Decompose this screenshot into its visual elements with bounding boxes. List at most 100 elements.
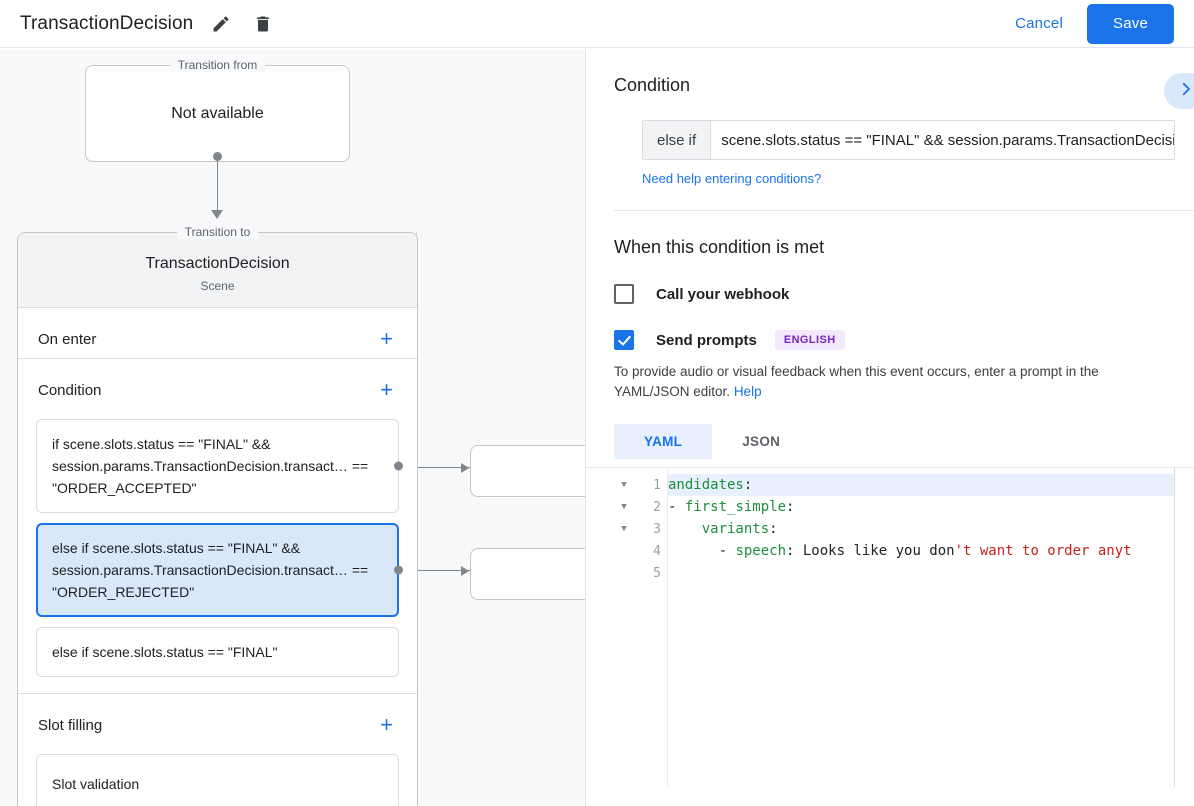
editor-gutter-row: ▼1 — [614, 474, 667, 496]
connector-arrowhead — [211, 210, 223, 219]
editor-gutter-row: ▼2 — [614, 496, 667, 518]
condition-help-link[interactable]: Need help entering conditions? — [642, 171, 822, 186]
transition-from-legend: Transition from — [169, 58, 266, 72]
editor-code-line[interactable]: andidates: — [668, 474, 1174, 496]
condition-input-row[interactable]: else if scene.slots.status == "FINAL" &&… — [642, 120, 1175, 160]
condition-item-anchor-dot — [394, 461, 403, 471]
cancel-button[interactable]: Cancel — [1001, 7, 1077, 40]
prompts-help-link[interactable]: Help — [733, 384, 762, 399]
page-title: TransactionDecision — [20, 12, 194, 34]
top-app-bar: TransactionDecision Cancel Save — [0, 0, 1194, 48]
code-token: - — [668, 543, 736, 559]
editor-code-line[interactable]: - first_simple: — [668, 496, 1174, 518]
fold-triangle-icon[interactable]: ▼ — [621, 480, 627, 490]
code-token: Looks like you don — [802, 543, 955, 559]
connector-dot — [213, 152, 222, 161]
add-slot-filling-button[interactable]: + — [380, 712, 393, 737]
fold-triangle-icon[interactable]: ▼ — [621, 524, 627, 534]
code-token: first_simple — [684, 499, 787, 515]
trash-icon — [253, 14, 273, 34]
code-token: andidates — [668, 477, 744, 493]
tab-yaml[interactable]: YAML — [614, 424, 713, 459]
expand-panel-button[interactable] — [1164, 73, 1194, 109]
scene-name: TransactionDecision — [145, 255, 290, 272]
editor-code-area[interactable]: andidates:- first_simple: variants: - sp… — [668, 468, 1174, 787]
condition-details-panel: Condition else if scene.slots.status == … — [585, 49, 1194, 806]
prompts-helper-body: To provide audio or visual feedback when… — [614, 364, 1099, 399]
editor-gutter-row: ▼3 — [614, 518, 667, 540]
pencil-icon — [211, 14, 231, 34]
send-prompts-label: Send prompts — [656, 331, 757, 349]
code-token: - — [668, 499, 685, 515]
language-badge: ENGLISH — [774, 330, 845, 350]
editor-code-line[interactable]: variants: — [668, 518, 1174, 540]
add-condition-button[interactable]: + — [380, 377, 393, 402]
condition-item-selected[interactable]: else if scene.slots.status == "FINAL" &&… — [36, 523, 403, 617]
delete-button[interactable] — [249, 10, 277, 38]
condition-item-anchor-dot — [394, 565, 403, 575]
panel-header: Condition else if scene.slots.status == … — [586, 49, 1194, 211]
condition-item-text: else if scene.slots.status == "FINAL" — [52, 644, 278, 660]
send-prompts-row[interactable]: Send prompts ENGLISH — [614, 330, 1166, 350]
condition-operator-label: else if — [643, 121, 712, 159]
condition-item[interactable]: if scene.slots.status == "FINAL" && sess… — [36, 419, 403, 513]
when-condition-met-title: When this condition is met — [614, 237, 825, 257]
section-condition-head: Condition + — [18, 359, 417, 409]
editor-line-number: 3 — [653, 521, 661, 537]
editor-line-number: 1 — [653, 477, 661, 493]
edge-arrow-accepted — [461, 463, 469, 473]
code-token: speech — [735, 543, 787, 559]
section-slot-filling-title: Slot filling — [38, 716, 103, 734]
code-token: : — [743, 477, 753, 493]
send-prompts-checkbox[interactable] — [614, 330, 634, 350]
section-on-enter-head: On enter + — [18, 308, 417, 358]
section-on-enter: On enter + — [18, 308, 417, 359]
transition-to-legend: Transition to — [176, 225, 259, 239]
when-condition-met-section: When this condition is met Call your web… — [586, 211, 1194, 787]
section-on-enter-title: On enter — [38, 330, 97, 348]
connector-line — [217, 157, 218, 214]
editor-format-tabs: YAML JSON — [614, 424, 1166, 459]
editor-line-number: 2 — [653, 499, 661, 515]
section-slot-filling-head: Slot filling + — [18, 694, 417, 744]
add-on-enter-button[interactable]: + — [380, 326, 393, 351]
fold-triangle-icon[interactable]: ▼ — [621, 502, 627, 512]
call-webhook-label: Call your webhook — [656, 285, 790, 303]
editor-gutter-row: 4 — [614, 540, 667, 562]
slot-validation-item[interactable]: Slot validation — [36, 754, 399, 806]
editor-code-line[interactable] — [668, 562, 1174, 584]
edge-to-rejected-node — [400, 570, 470, 571]
section-condition-title: Condition — [38, 381, 102, 399]
transition-to-card: Transition to TransactionDecision Scene … — [17, 225, 418, 806]
code-token: 't want to order anyt — [954, 543, 1132, 559]
tab-json[interactable]: JSON — [742, 434, 781, 449]
section-condition: Condition + if scene.slots.status == "FI… — [18, 359, 417, 694]
code-token — [668, 521, 702, 537]
target-node-rejected[interactable] — [470, 548, 585, 600]
condition-expression-input[interactable]: scene.slots.status == "FINAL" && session… — [721, 131, 1174, 149]
save-button[interactable]: Save — [1087, 3, 1174, 44]
section-condition-body: if scene.slots.status == "FINAL" && sess… — [18, 419, 417, 693]
condition-item[interactable]: else if scene.slots.status == "FINAL" — [36, 627, 399, 677]
scene-header[interactable]: TransactionDecision Scene — [18, 233, 417, 308]
target-node-accepted[interactable] — [470, 445, 585, 497]
scene-graph-canvas[interactable]: Transition from Not available Transition… — [0, 49, 585, 806]
slot-validation-text: Slot validation — [52, 776, 140, 792]
condition-item-text: else if scene.slots.status == "FINAL" &&… — [52, 540, 369, 600]
prompts-helper-text: To provide audio or visual feedback when… — [614, 362, 1164, 402]
panel-title: Condition — [614, 75, 691, 95]
chevron-right-icon — [1177, 80, 1194, 103]
editor-code-line[interactable]: - speech: Looks like you don't want to o… — [668, 540, 1174, 562]
editor-line-number: 5 — [653, 565, 661, 581]
scene-type: Scene — [200, 279, 235, 293]
edit-name-button[interactable] — [207, 10, 235, 38]
call-webhook-checkbox[interactable] — [614, 284, 634, 304]
transition-from-value: Not available — [171, 104, 264, 122]
webhook-row[interactable]: Call your webhook — [614, 284, 1166, 304]
editor-line-number: 4 — [653, 543, 661, 559]
code-token: : — [786, 543, 803, 559]
transition-from-card[interactable]: Transition from Not available — [85, 58, 350, 162]
